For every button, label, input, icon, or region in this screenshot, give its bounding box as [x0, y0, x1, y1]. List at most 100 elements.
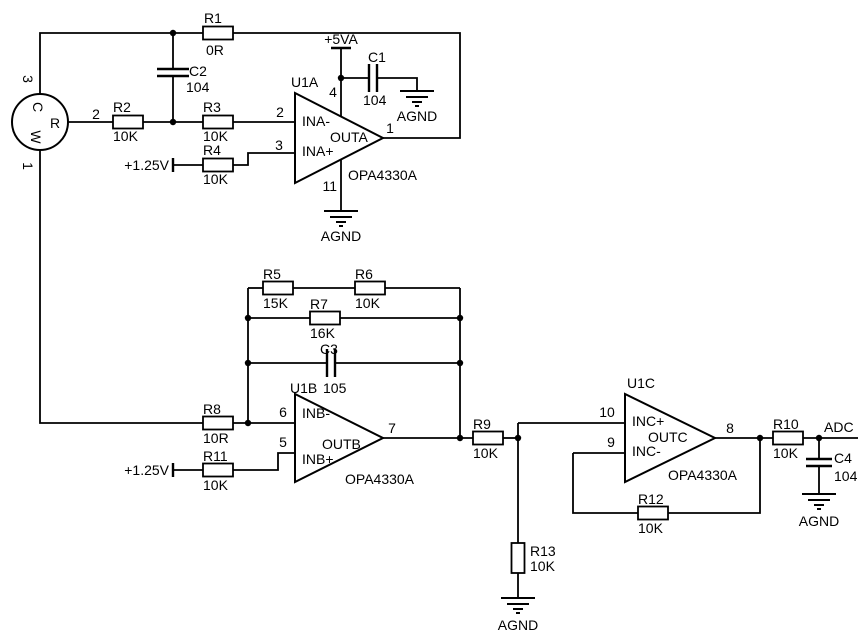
junction-dot	[244, 419, 252, 427]
junction-dot	[169, 118, 177, 126]
agnd-label-2: AGND	[321, 228, 361, 244]
capacitor-c1: C1 104	[363, 49, 387, 108]
junction-dot	[456, 434, 464, 442]
wire	[233, 152, 295, 166]
r6-ref-label: R6	[355, 266, 373, 282]
u1b-pin-in-neg: 6	[279, 404, 287, 420]
r10-ref-label: R10	[773, 416, 799, 432]
c2-ref-label: C2	[189, 63, 207, 79]
u1b-in-pos-label: INB+	[302, 451, 334, 467]
r7-value-label: 16K	[310, 325, 336, 341]
sensor-symbol: C W R 3 1 2	[11, 75, 100, 170]
capacitor-c2: C2 104	[157, 63, 210, 95]
r2-ref-label: R2	[113, 99, 131, 115]
opamp-u1c: U1C INC+ OUTC INC- OPA4330A 10 9 8	[599, 375, 738, 484]
r1-value-label: 0R	[206, 42, 224, 58]
u1c-part-label: OPA4330A	[668, 467, 738, 483]
capacitor-c4: C4 104	[806, 450, 858, 484]
u1a-pin-out: 1	[386, 120, 394, 136]
net-5va-label: +5VA	[324, 31, 358, 47]
agnd-label-4: AGND	[799, 513, 839, 529]
r11-ref-label: R11	[203, 448, 228, 464]
r10-value-label: 10K	[773, 445, 799, 461]
u1a-pin-in-neg: 2	[276, 104, 284, 120]
resistor-r2: R2 10K	[112, 99, 144, 144]
r12-ref-label: R12	[638, 491, 664, 507]
c3-value-label: 105	[323, 380, 347, 396]
u1a-ref-label: U1A	[291, 74, 319, 90]
u1c-pin-in-neg: 9	[607, 434, 615, 450]
r6-value-label: 10K	[355, 295, 381, 311]
junction-dot	[169, 29, 177, 37]
c1-value-label: 104	[363, 92, 387, 108]
resistor-r1: R1 0R	[202, 10, 234, 58]
u1b-part-label: OPA4330A	[345, 471, 415, 487]
r3-ref-label: R3	[203, 99, 221, 115]
junction-dot	[244, 314, 252, 322]
r5-ref-label: R5	[263, 266, 281, 282]
wire	[377, 77, 418, 91]
u1a-in-neg-label: INA-	[302, 113, 330, 129]
ground-symbol-u1a: AGND	[321, 210, 361, 244]
c3-ref-label: C3	[320, 341, 338, 357]
r7-ref-label: R7	[310, 296, 328, 312]
resistor-r10: R10 10K	[772, 416, 804, 461]
u1a-out-label: OUTA	[330, 129, 369, 145]
resistor-r3: R3 10K	[202, 99, 234, 144]
ground-symbol-r13: AGND	[498, 597, 538, 633]
u1b-pin-out: 7	[388, 420, 396, 436]
power-port-5va: +5VA	[324, 31, 358, 50]
u1a-in-pos-label: INA+	[302, 143, 334, 159]
resistor-r7: R7 16K	[309, 296, 341, 341]
c4-ref-label: C4	[834, 450, 852, 466]
opamp-u1b: U1B INB- OUTB INB+ OPA4330A 6 5 7	[279, 380, 415, 487]
r11-value-label: 10K	[203, 477, 229, 493]
r13-value-label: 10K	[530, 558, 556, 574]
u1b-ref-label: U1B	[290, 380, 317, 396]
capacitor-c3: C3 105	[320, 341, 347, 396]
u1c-pin-in-pos: 10	[599, 404, 615, 420]
r12-value-label: 10K	[638, 520, 664, 536]
junction-dot	[337, 74, 345, 82]
sensor-pin-3: 3	[20, 75, 36, 83]
junction-dots	[169, 29, 823, 442]
wire	[39, 32, 203, 94]
c4-value-label: 104	[834, 468, 858, 484]
agnd-label-3: AGND	[498, 617, 538, 633]
net-vref-label-2: +1.25V	[124, 462, 169, 478]
u1b-out-label: OUTB	[322, 436, 361, 452]
junction-dot	[815, 434, 823, 442]
resistor-r9: R9 10K	[472, 416, 504, 461]
r4-ref-label: R4	[203, 142, 221, 158]
r5-value-label: 15K	[263, 295, 289, 311]
wire	[233, 32, 461, 139]
resistor-r4: R4 10K	[202, 142, 234, 187]
power-port-vref-2: +1.25V	[124, 462, 175, 478]
resistor-r13: R13 10K	[510, 542, 556, 574]
wire	[572, 453, 638, 514]
r2-value-label: 10K	[113, 128, 139, 144]
c2-value-label: 104	[186, 79, 210, 95]
sensor-letter-w: W	[28, 130, 44, 144]
u1c-out-label: OUTC	[648, 429, 688, 445]
u1c-ref-label: U1C	[627, 375, 655, 391]
sensor-pin-1: 1	[20, 162, 36, 170]
adc-label: ADC	[824, 419, 854, 435]
r8-ref-label: R8	[203, 401, 221, 417]
wire	[668, 438, 761, 514]
opamp-u1a: U1A INA- OUTA INA+ OPA4330A 2 3 4 11 1	[275, 74, 418, 194]
resistor-r8: R8 10R	[202, 401, 234, 446]
r8-value-label: 10R	[203, 430, 229, 446]
resistor-r6: R6 10K	[354, 266, 386, 311]
r9-ref-label: R9	[473, 416, 491, 432]
power-port-vref-1: +1.25V	[124, 157, 175, 173]
u1c-in-pos-label: INC+	[632, 413, 664, 429]
sensor-letter-c: C	[30, 102, 46, 112]
wire	[39, 150, 203, 424]
u1b-pin-in-pos: 5	[279, 434, 287, 450]
junction-dot	[514, 434, 522, 442]
junction-dot	[456, 314, 464, 322]
u1a-pin-vminus: 11	[322, 178, 337, 194]
